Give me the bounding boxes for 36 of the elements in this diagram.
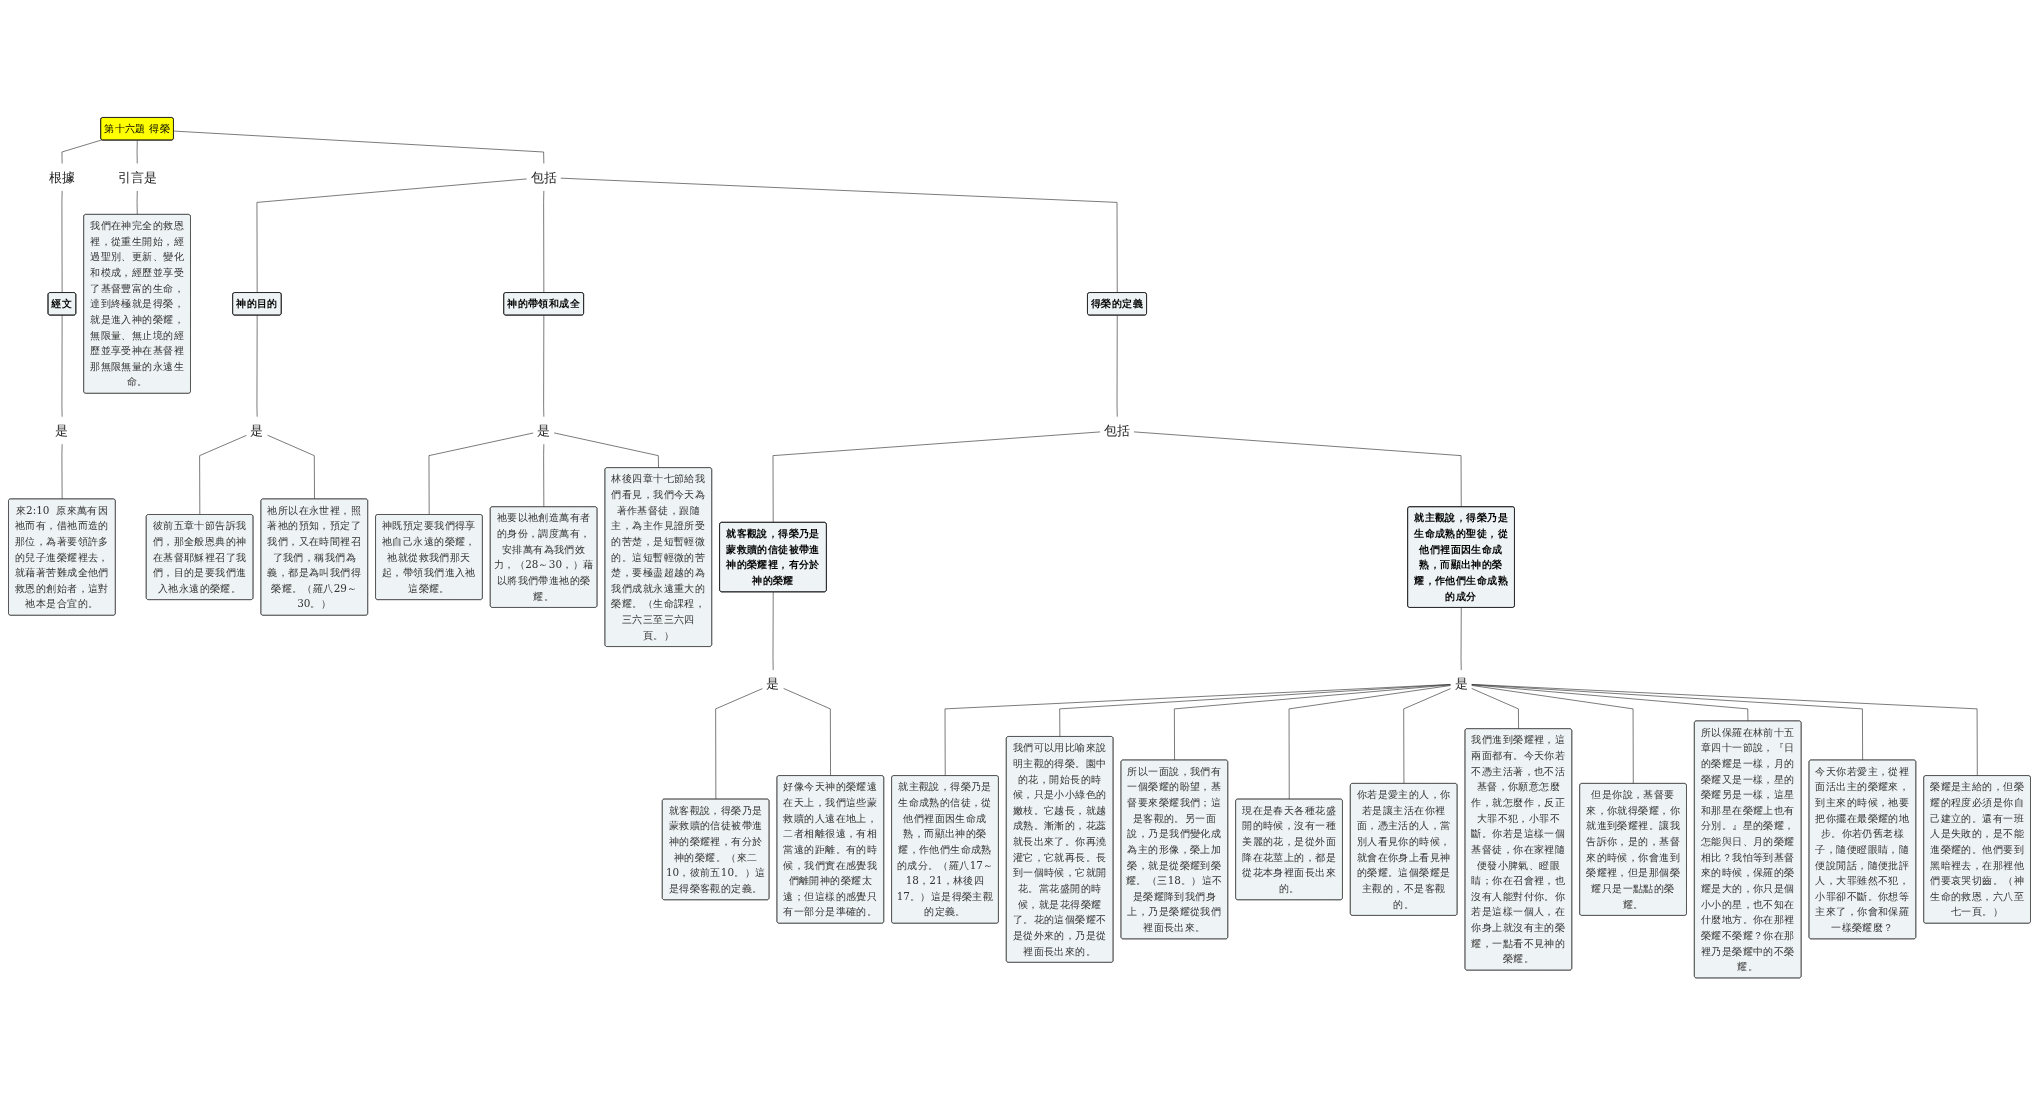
connector — [1174, 684, 1452, 761]
connector — [136, 139, 138, 165]
connector — [543, 190, 545, 293]
connector — [1470, 683, 1978, 776]
connector — [1460, 607, 1462, 671]
connector — [256, 178, 528, 293]
connector — [543, 314, 545, 418]
connector — [1116, 314, 1118, 418]
node-text: 引言是 — [117, 169, 157, 185]
connector — [1470, 684, 1749, 722]
connector — [772, 431, 1102, 523]
connector — [173, 130, 545, 165]
node-text: 是 — [55, 422, 69, 438]
connector — [61, 314, 63, 418]
node-text: 根據 — [48, 169, 75, 185]
connector — [553, 432, 659, 468]
node-text: 是 — [766, 675, 780, 692]
connector — [256, 314, 258, 418]
node-text: 是 — [250, 422, 264, 438]
node-text: 包括 — [1103, 422, 1131, 438]
connector — [772, 591, 774, 671]
connector — [1470, 683, 1863, 761]
connector — [543, 443, 545, 507]
connector — [1288, 684, 1452, 800]
connector — [1470, 687, 1519, 729]
connector — [1403, 687, 1452, 784]
connector — [1133, 431, 1462, 507]
connector — [1470, 684, 1634, 784]
connector — [560, 177, 1118, 293]
node-text: 是 — [537, 422, 551, 438]
node-text: 是 — [1454, 675, 1468, 692]
connector — [61, 139, 103, 165]
connector — [715, 687, 764, 800]
connector — [428, 432, 535, 515]
node-text: 包括 — [530, 169, 557, 185]
connector — [944, 683, 1452, 776]
